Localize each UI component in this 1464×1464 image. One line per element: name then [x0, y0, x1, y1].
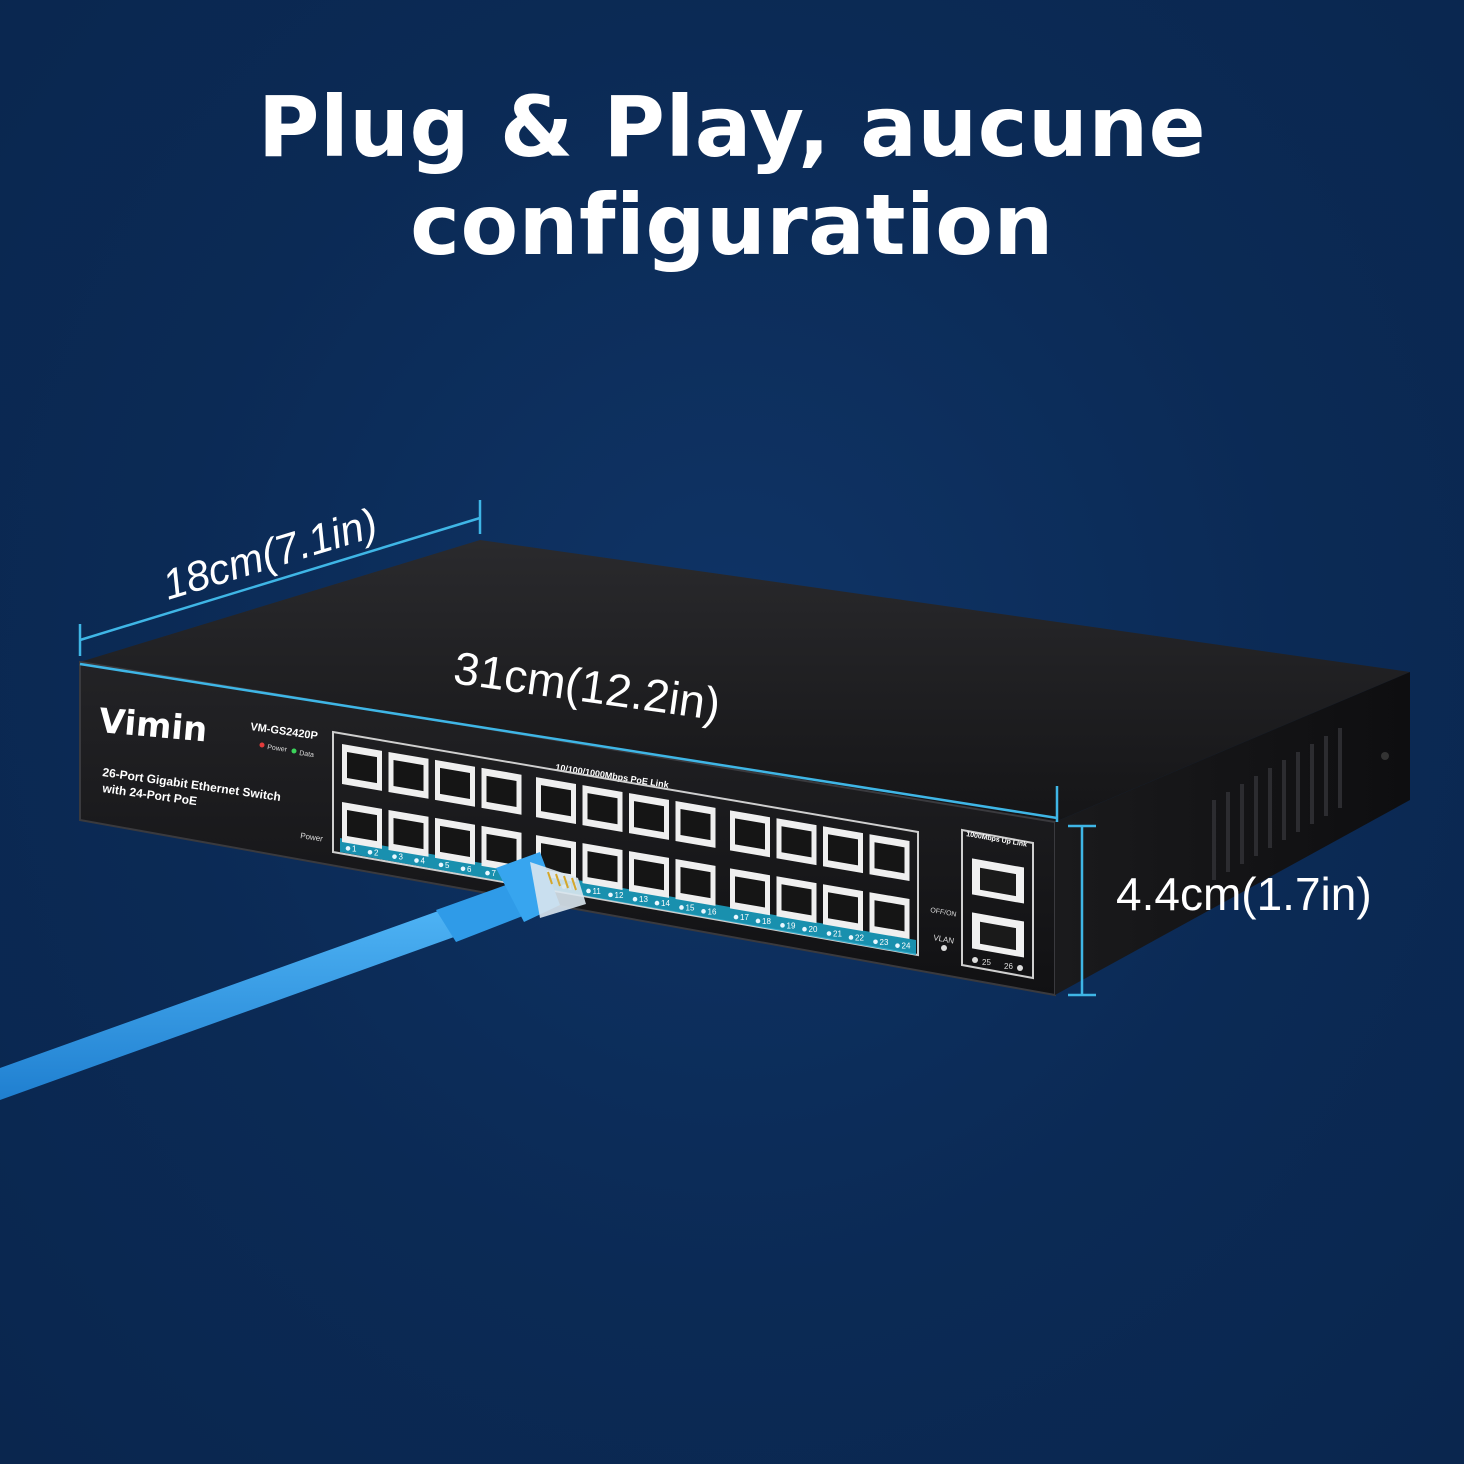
port-led-16	[701, 909, 706, 914]
poe-port-1[interactable]	[342, 744, 382, 791]
uplink-led-26	[1017, 965, 1023, 971]
poe-port-24[interactable]	[869, 892, 910, 940]
port-number-15: 15	[686, 903, 695, 912]
port-led-4	[414, 858, 419, 863]
vlan-onoff-label: OFF/ON	[930, 907, 957, 918]
uplink-frame	[961, 828, 1034, 980]
poe-port-14[interactable]	[629, 851, 669, 898]
poe-port-11[interactable]	[582, 785, 623, 832]
uplink-led-25	[972, 957, 978, 963]
port-led-17	[733, 914, 739, 920]
port-number-3: 3	[399, 853, 404, 862]
uplink-port-25[interactable]	[972, 858, 1024, 904]
ethernet-cable	[0, 905, 468, 1100]
poe-port-6[interactable]	[435, 817, 475, 865]
port-led-2	[367, 850, 373, 855]
port-number-4: 4	[421, 857, 426, 866]
port-number-20: 20	[809, 925, 818, 934]
port-number-19: 19	[787, 921, 796, 930]
port-number-7: 7	[492, 869, 497, 878]
poe-port-19[interactable]	[776, 818, 817, 866]
side-vents	[1212, 728, 1342, 880]
port-number-21: 21	[833, 930, 842, 939]
poe-ports	[342, 744, 910, 940]
port-number-23: 23	[880, 938, 889, 947]
power-label: Power	[300, 831, 324, 843]
data-led-icon	[291, 748, 297, 754]
port-led-1	[345, 846, 351, 851]
port-number-18: 18	[762, 917, 771, 926]
poe-port-9[interactable]	[536, 777, 576, 825]
vlan-switch[interactable]	[941, 945, 947, 951]
dimension-lines	[78, 500, 1096, 997]
height-dimension-label: 4.4cm(1.7in)	[1116, 868, 1372, 920]
port-number-11: 11	[593, 887, 602, 896]
port-number-16: 16	[708, 907, 717, 916]
poe-port-4[interactable]	[388, 809, 429, 857]
switch-side	[1055, 672, 1410, 995]
port-led-15	[679, 905, 684, 910]
poe-port-18[interactable]	[730, 868, 770, 916]
power-led-icon	[259, 742, 265, 748]
poe-port-15[interactable]	[675, 801, 716, 848]
data-led-label: Data	[299, 750, 315, 759]
port-led-18	[755, 918, 761, 924]
poe-port-12[interactable]	[582, 843, 623, 890]
port-number-13: 13	[639, 895, 648, 904]
port-number-2: 2	[374, 848, 379, 857]
poe-port-2[interactable]	[342, 802, 382, 849]
poe-port-7[interactable]	[481, 767, 522, 815]
port-led-11	[586, 888, 591, 894]
led-strip	[340, 838, 916, 955]
rj45-pins	[547, 871, 577, 891]
port-number-14: 14	[661, 899, 670, 908]
poe-port-20[interactable]	[776, 876, 817, 924]
port-led-19	[780, 923, 785, 928]
headline: Plug & Play, aucune configuration	[257, 78, 1207, 274]
vlan-label: VLAN	[933, 933, 955, 946]
switch-top	[80, 540, 1410, 822]
poe-port-17[interactable]	[730, 810, 770, 858]
poe-port-3[interactable]	[388, 751, 429, 799]
port-led-22	[848, 935, 854, 940]
uplink-num-26: 26	[1004, 962, 1013, 971]
port-led-14	[654, 900, 660, 906]
poe-port-13[interactable]	[629, 793, 669, 840]
port-number-1: 1	[352, 844, 357, 853]
port-led-23	[873, 939, 878, 945]
port-number-24: 24	[902, 942, 911, 951]
port-led-21	[826, 931, 832, 936]
port-led-7	[485, 870, 490, 876]
port-number-6: 6	[467, 865, 472, 874]
port-led-13	[632, 896, 638, 902]
port-led-3	[392, 854, 397, 859]
power-led-label: Power	[267, 744, 288, 754]
port-led-6	[460, 866, 466, 872]
uplink-port-26[interactable]	[972, 912, 1024, 958]
poe-port-8[interactable]	[481, 825, 522, 873]
port-number-5: 5	[445, 861, 450, 870]
port-led-12	[608, 892, 613, 898]
port-number-22: 22	[855, 933, 864, 942]
port-number-12: 12	[615, 891, 624, 900]
poe-port-16[interactable]	[675, 859, 716, 906]
rj45-plug	[530, 862, 586, 918]
side-screw	[1381, 752, 1389, 760]
port-led-24	[895, 943, 900, 948]
port-led-5	[438, 862, 444, 868]
poe-port-23[interactable]	[869, 834, 910, 882]
poe-port-5[interactable]	[435, 759, 475, 807]
port-led-20	[802, 926, 807, 932]
poe-port-21[interactable]	[823, 826, 863, 874]
poe-port-22[interactable]	[823, 884, 863, 932]
port-number-17: 17	[740, 913, 749, 922]
port-block-frame	[332, 730, 919, 957]
brand-logo: Vimin	[97, 701, 209, 750]
uplink-num-25: 25	[982, 958, 991, 967]
